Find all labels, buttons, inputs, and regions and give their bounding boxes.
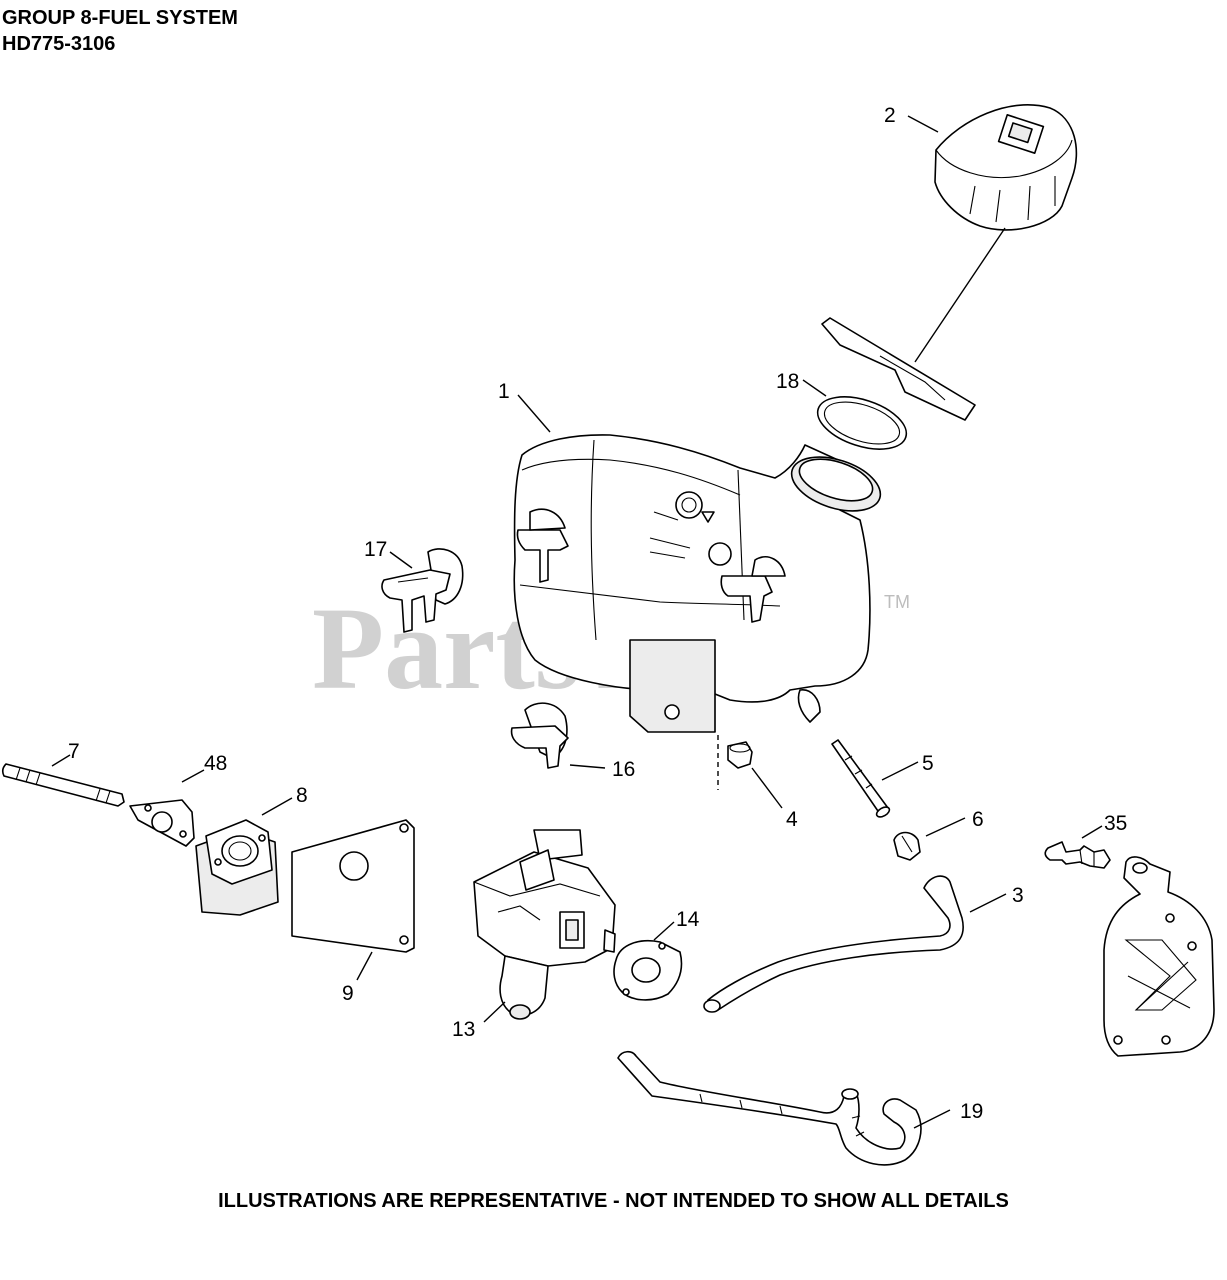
callout-14: 14 (676, 908, 700, 931)
callout-7: 7 (68, 740, 80, 763)
part-fuel-tank[interactable] (513, 434, 887, 733)
leader-1 (517, 394, 551, 433)
leader-14 (653, 921, 675, 941)
leader-19 (913, 1109, 951, 1129)
callout-18: 18 (776, 370, 799, 393)
part-gasket-carburetor[interactable] (613, 940, 683, 1001)
leader-8 (261, 797, 293, 816)
diagram-title: GROUP 8-FUEL SYSTEM (2, 7, 238, 29)
leader-5 (881, 761, 919, 781)
part-heat-shield[interactable] (291, 819, 415, 953)
leader-17 (389, 551, 413, 569)
leader-9 (356, 951, 373, 981)
leader-7 (51, 754, 71, 767)
leader-4 (751, 767, 783, 809)
callout-4: 4 (786, 808, 798, 831)
disclaimer-footer: ILLUSTRATIONS ARE REPRESENTATIVE - NOT I… (218, 1190, 1009, 1212)
part-tank-mount-lower[interactable] (510, 702, 569, 769)
callout-9: 9 (342, 982, 354, 1005)
part-intake-spacer[interactable] (195, 819, 279, 916)
callout-5: 5 (922, 752, 934, 775)
callout-19: 19 (960, 1100, 983, 1123)
part-fuel-cap[interactable] (821, 104, 1078, 421)
callout-6: 6 (972, 808, 984, 831)
callout-1: 1 (498, 380, 510, 403)
part-mounting-bracket[interactable] (1103, 856, 1215, 1057)
leader-13 (483, 1001, 506, 1023)
callout-3: 3 (1012, 884, 1024, 907)
callout-35: 35 (1104, 812, 1127, 835)
part-tank-mount-upper[interactable] (381, 548, 464, 633)
part-o-ring[interactable] (811, 387, 913, 459)
part-carburetor[interactable] (473, 829, 616, 1020)
model-number: HD775-3106 (2, 33, 116, 55)
callout-13: 13 (452, 1018, 475, 1041)
callout-8: 8 (296, 784, 308, 807)
callout-16: 16 (612, 758, 635, 781)
part-fuel-line-lower[interactable] (617, 1050, 922, 1166)
leader-2 (907, 115, 939, 133)
leader-3 (969, 893, 1007, 913)
part-screw[interactable] (831, 739, 891, 819)
part-fuel-line[interactable] (703, 875, 964, 1013)
callout-17: 17 (364, 538, 387, 561)
leader-18 (802, 379, 827, 397)
leader-16 (569, 764, 606, 769)
part-fuel-fitting[interactable] (1044, 841, 1111, 869)
watermark-trademark: TM (884, 592, 910, 612)
callout-48: 48 (204, 752, 227, 775)
part-clamp[interactable] (893, 831, 921, 861)
leader-6 (925, 817, 966, 837)
part-fitting[interactable] (717, 735, 753, 790)
leader-35 (1081, 825, 1103, 839)
part-gasket-small[interactable] (129, 799, 195, 847)
callout-2: 2 (884, 104, 896, 127)
leader-48 (181, 769, 205, 783)
part-stud[interactable] (1, 763, 125, 807)
